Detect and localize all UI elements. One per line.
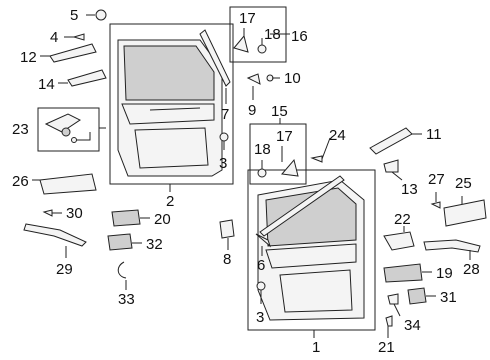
callout-12: 12 <box>20 49 37 66</box>
callout-29: 29 <box>56 261 73 278</box>
callout-8: 8 <box>223 251 231 268</box>
rear-door-belt-strip <box>259 175 345 237</box>
callout-18a: 18 <box>264 26 281 43</box>
callout-19: 19 <box>436 265 453 282</box>
callout-3a: 3 <box>219 155 227 172</box>
part-18-fastener-b <box>257 168 267 178</box>
part-23-bracket <box>44 113 81 133</box>
part-31-motor <box>407 287 427 305</box>
callout-4: 4 <box>50 29 58 46</box>
part-21-screw <box>385 315 393 327</box>
callout-25: 25 <box>455 175 472 192</box>
callout-13: 13 <box>401 181 418 198</box>
callout-28: 28 <box>463 261 480 278</box>
front-door-trim-panel <box>109 23 234 185</box>
rear-door-box <box>247 169 376 331</box>
part-25-armrest-pad <box>443 199 487 227</box>
callout-27: 27 <box>428 171 445 188</box>
front-door-belt-strip <box>199 29 231 87</box>
front-door-upper-trim <box>123 45 215 101</box>
part-14-trim <box>67 69 107 87</box>
callout-34: 34 <box>404 317 421 334</box>
part-11-trim <box>369 127 413 155</box>
callout-15: 15 <box>271 103 288 120</box>
part-18-fastener <box>257 44 267 54</box>
part-27-screw <box>430 201 441 209</box>
part-24-screw <box>310 155 323 163</box>
part-34-clip <box>387 293 399 305</box>
part-29-molding <box>23 223 87 247</box>
part-13-cover <box>383 159 399 173</box>
callout-33: 33 <box>118 291 135 308</box>
callout-2: 2 <box>166 193 174 210</box>
part-17-clip-b <box>281 158 299 177</box>
callout-30: 30 <box>66 205 83 222</box>
callout-9: 9 <box>248 102 256 119</box>
rear-door-armrest <box>265 243 357 269</box>
front-door-armrest <box>121 103 215 125</box>
callout-11: 11 <box>426 126 442 143</box>
group-box-15 <box>249 123 307 185</box>
callout-20: 20 <box>154 211 171 228</box>
front-door-handle-line <box>149 107 201 111</box>
part-6-strip-end <box>255 233 272 248</box>
callout-6: 6 <box>257 257 265 274</box>
part-33-harness <box>117 261 127 279</box>
callout-17b: 17 <box>276 128 293 145</box>
part-3-clip-a <box>219 132 229 142</box>
part-28-molding <box>423 239 481 253</box>
callout-21: 21 <box>378 339 395 356</box>
callout-23: 23 <box>12 121 29 138</box>
group-box-23 <box>37 107 100 152</box>
part-32-switch <box>107 233 133 251</box>
callout-3b: 3 <box>256 309 264 326</box>
part-12-trim <box>49 43 97 63</box>
rear-door-trim-panel <box>247 169 376 331</box>
callout-32: 32 <box>146 236 163 253</box>
front-door-pocket <box>134 127 209 169</box>
part-8-clip <box>219 219 235 239</box>
part-17-clip <box>233 34 249 53</box>
callout-18b: 18 <box>254 141 271 158</box>
part-3-clip-b <box>256 281 266 291</box>
part-5-clip <box>95 9 107 21</box>
callout-5: 5 <box>70 7 78 24</box>
part-4-screw <box>72 33 85 41</box>
callout-10: 10 <box>284 70 301 87</box>
callout-14: 14 <box>38 76 55 93</box>
callout-1: 1 <box>312 339 320 356</box>
callout-16: 16 <box>291 28 308 45</box>
callout-22: 22 <box>394 211 411 228</box>
part-19-switch <box>383 263 423 283</box>
part-20-switch <box>111 209 141 227</box>
part-30-screw <box>42 209 53 217</box>
rear-door-pocket <box>279 269 353 313</box>
part-22-bezel <box>383 231 415 251</box>
callout-31: 31 <box>440 289 457 306</box>
part-26-armrest-pad <box>39 173 97 195</box>
callout-17a: 17 <box>239 10 256 27</box>
callout-7: 7 <box>221 106 229 123</box>
part-9-bracket <box>246 73 261 85</box>
callout-24: 24 <box>329 127 346 144</box>
front-door-box <box>109 23 234 185</box>
callout-26: 26 <box>12 173 29 190</box>
